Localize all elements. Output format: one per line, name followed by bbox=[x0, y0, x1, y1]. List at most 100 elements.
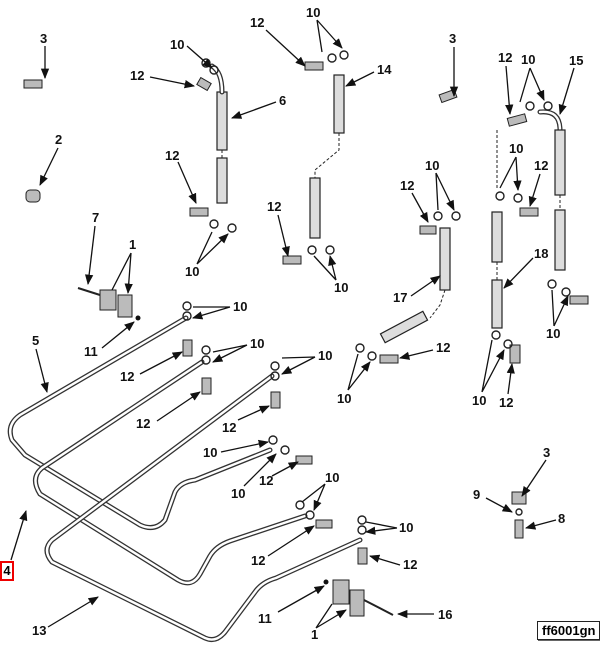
callout-10: 10 bbox=[306, 5, 342, 52]
callout-4-highlighted[interactable]: 4 bbox=[0, 561, 14, 581]
svg-text:10: 10 bbox=[325, 470, 339, 485]
callout-6: 6 bbox=[231, 93, 286, 119]
svg-text:12: 12 bbox=[165, 148, 179, 163]
callout-10: 10 bbox=[282, 348, 332, 374]
svg-text:1: 1 bbox=[311, 627, 318, 642]
svg-text:10: 10 bbox=[425, 158, 439, 173]
callout-11: 11 bbox=[258, 585, 325, 626]
callout-12: 12 bbox=[400, 178, 429, 223]
svg-text:2: 2 bbox=[55, 132, 62, 147]
svg-text:12: 12 bbox=[250, 15, 264, 30]
callout-3: 3 bbox=[521, 445, 550, 497]
svg-text:10: 10 bbox=[509, 141, 523, 156]
svg-text:12: 12 bbox=[259, 473, 273, 488]
hose-18[interactable] bbox=[491, 130, 503, 329]
callout-12: 12 bbox=[165, 148, 197, 204]
callout-10: 10 bbox=[203, 439, 270, 460]
hose-15[interactable] bbox=[537, 109, 566, 271]
hose-17[interactable] bbox=[379, 227, 451, 344]
callout-12: 12 bbox=[130, 68, 196, 89]
callout-3: 3 bbox=[40, 31, 50, 80]
svg-text:11: 11 bbox=[258, 611, 272, 626]
callout-10: 10 bbox=[519, 52, 544, 102]
svg-text:9: 9 bbox=[473, 487, 480, 502]
hose-6[interactable] bbox=[209, 63, 228, 204]
svg-text:12: 12 bbox=[222, 420, 236, 435]
svg-text:8: 8 bbox=[558, 511, 565, 526]
callout-3: 3 bbox=[449, 31, 459, 98]
svg-text:10: 10 bbox=[233, 299, 247, 314]
svg-text:12: 12 bbox=[136, 416, 150, 431]
callout-10: 10 bbox=[546, 290, 568, 341]
callout-12: 12 bbox=[251, 525, 315, 568]
callout-13: 13 bbox=[32, 596, 99, 638]
svg-text:12: 12 bbox=[251, 553, 265, 568]
callout-12: 12 bbox=[222, 405, 270, 435]
callouts: 3 12 10 6 2 12 10 7 1 11 10 5 12 10 10 1… bbox=[10, 5, 583, 642]
svg-text:12: 12 bbox=[498, 50, 512, 65]
svg-text:10: 10 bbox=[472, 393, 486, 408]
svg-text:10: 10 bbox=[521, 52, 535, 67]
svg-text:1: 1 bbox=[129, 237, 136, 252]
svg-text:12: 12 bbox=[403, 557, 417, 572]
svg-text:17: 17 bbox=[393, 290, 407, 305]
callout-10: 10 bbox=[231, 453, 277, 501]
callout-5: 5 bbox=[32, 333, 49, 394]
svg-text:3: 3 bbox=[40, 31, 47, 46]
svg-text:12: 12 bbox=[130, 68, 144, 83]
svg-text:15: 15 bbox=[569, 53, 583, 68]
svg-text:10: 10 bbox=[334, 280, 348, 295]
svg-text:14: 14 bbox=[377, 62, 392, 77]
callout-7: 7 bbox=[84, 210, 99, 286]
svg-text:6: 6 bbox=[279, 93, 286, 108]
callout-12: 12 bbox=[499, 362, 515, 410]
svg-text:12: 12 bbox=[436, 340, 450, 355]
callout-12: 12 bbox=[259, 461, 299, 488]
callout-8: 8 bbox=[524, 511, 565, 530]
callout-12: 12 bbox=[120, 351, 183, 384]
tube-5[interactable] bbox=[7, 315, 273, 531]
tube-4[interactable] bbox=[33, 359, 308, 586]
callout-17: 17 bbox=[393, 275, 441, 305]
callout-12: 12 bbox=[250, 15, 306, 67]
svg-text:7: 7 bbox=[92, 210, 99, 225]
callout-10: 10 bbox=[185, 232, 228, 279]
callout-12: 12 bbox=[398, 340, 450, 360]
callout-10: 10 bbox=[170, 37, 212, 68]
svg-text:10: 10 bbox=[337, 391, 351, 406]
svg-text:11: 11 bbox=[84, 344, 98, 359]
svg-text:10: 10 bbox=[203, 445, 217, 460]
svg-text:10: 10 bbox=[306, 5, 320, 20]
svg-text:10: 10 bbox=[231, 486, 245, 501]
callout-18: 18 bbox=[503, 246, 548, 289]
svg-text:12: 12 bbox=[267, 199, 281, 214]
callout-12: 12 bbox=[136, 391, 201, 431]
callout-10: 10 bbox=[213, 336, 264, 362]
callout-12: 12 bbox=[267, 199, 290, 258]
svg-text:3: 3 bbox=[449, 31, 456, 46]
svg-text:18: 18 bbox=[534, 246, 548, 261]
callout-16: 16 bbox=[396, 607, 452, 622]
svg-text:16: 16 bbox=[438, 607, 452, 622]
svg-text:10: 10 bbox=[185, 264, 199, 279]
svg-text:10: 10 bbox=[250, 336, 264, 351]
callout-15: 15 bbox=[558, 53, 583, 115]
svg-text:10: 10 bbox=[546, 326, 560, 341]
hose-14[interactable] bbox=[309, 74, 345, 239]
callout-12: 12 bbox=[369, 554, 417, 572]
callout-4-leader bbox=[10, 510, 28, 561]
callout-10: 10 bbox=[425, 158, 454, 210]
tube-13[interactable] bbox=[44, 373, 363, 642]
callout-1: 1 bbox=[311, 604, 346, 642]
callout-10: 10 bbox=[499, 141, 523, 190]
svg-text:10: 10 bbox=[170, 37, 184, 52]
callout-2: 2 bbox=[39, 132, 62, 186]
svg-text:3: 3 bbox=[543, 445, 550, 460]
callout-10: 10 bbox=[337, 354, 370, 406]
callout-11: 11 bbox=[84, 321, 135, 359]
svg-text:10: 10 bbox=[318, 348, 332, 363]
svg-text:12: 12 bbox=[534, 158, 548, 173]
svg-text:12: 12 bbox=[499, 395, 513, 410]
